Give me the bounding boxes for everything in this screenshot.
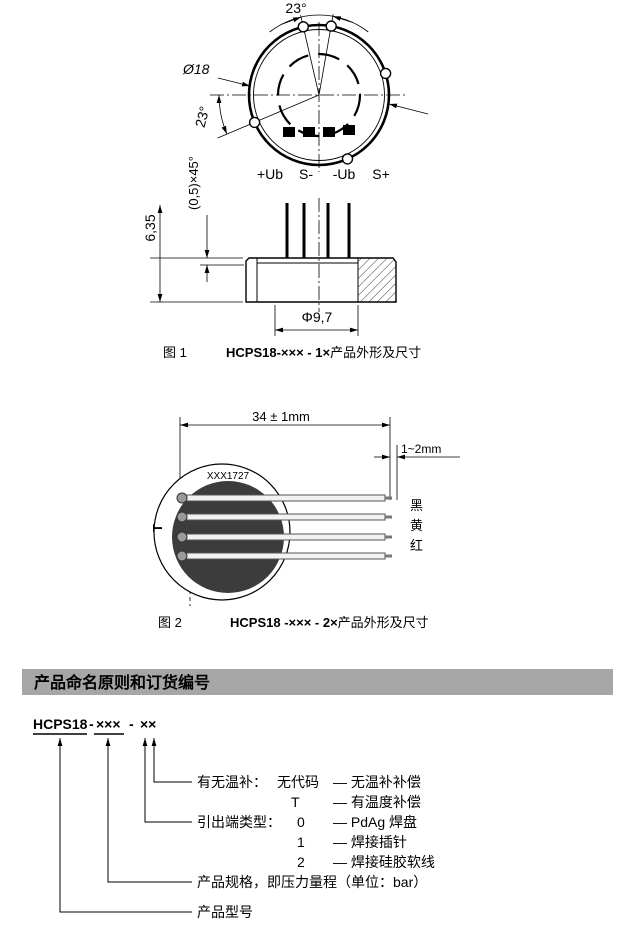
section-title: 产品命名原则和订货编号: [34, 673, 210, 692]
solder-joint: [176, 492, 188, 504]
lead-type-label: 引出端类型：: [197, 814, 281, 830]
lead-type-desc: — 焊接插针: [333, 834, 407, 850]
code-separator: -: [129, 716, 134, 732]
diameter-label: Ø18: [182, 61, 210, 77]
solder-joint: [176, 511, 188, 523]
lead-wire: [176, 531, 392, 543]
housing-inner-circle: [253, 29, 385, 161]
temp-comp-desc: — 有温度补偿: [333, 794, 421, 810]
dimension-arrow: [281, 16, 302, 25]
lead-type-code: 2: [297, 854, 305, 870]
lead-type-desc: — PdAg 焊盘: [333, 814, 417, 830]
solder-pad: [323, 127, 335, 137]
chamfer-label: (0,5)×45°: [186, 156, 201, 210]
section-header: 产品命名原则和订货编号: [22, 669, 613, 695]
wire-tip: [385, 554, 392, 558]
housing-notch: [248, 116, 261, 129]
hatched-section: [358, 258, 396, 302]
angle-extension-line: [217, 94, 320, 139]
housing-body: [245, 257, 397, 303]
caption-number: 图 1: [163, 345, 187, 360]
dimension-arrow: [332, 15, 353, 23]
temp-comp-desc: — 无温补补偿: [333, 774, 421, 790]
caption-description: 产品外形及尺寸: [330, 345, 421, 360]
part-marking: XXX1727: [207, 471, 250, 482]
lead-wire: [176, 492, 392, 504]
pin-label: S+: [372, 166, 390, 182]
figure-2-caption: 图 2 HCPS18 -××× - 2×产品外形及尺寸: [158, 615, 429, 630]
code-separator: -: [89, 716, 94, 732]
wire-insulation: [185, 513, 386, 521]
lead-wire: [176, 550, 392, 562]
tree-connector: [142, 738, 192, 823]
wire-tip: [385, 515, 392, 519]
angle-left-label: 23°: [192, 104, 213, 129]
solder-joint: [176, 531, 188, 543]
solder-pad: [283, 127, 295, 137]
housing-notch: [341, 153, 354, 165]
length-label: 34 ± 1mm: [252, 409, 310, 424]
diameter-leader: [217, 77, 251, 87]
temp-comp-code: T: [291, 794, 300, 810]
side-view: 6,35 (0,5)×45° Φ9,7: [142, 156, 397, 336]
wire-insulation: [185, 533, 386, 541]
model-label: 产品型号: [197, 904, 253, 920]
figure-2: 34 ± 1mm 1~2mm XXX1727 T: [150, 409, 460, 630]
solder-joint: [176, 550, 188, 562]
tree-connector: [151, 738, 192, 783]
temp-comp-code: 无代码: [277, 774, 319, 790]
side-mark: T: [150, 524, 165, 532]
strip-length-label: 1~2mm: [401, 442, 441, 456]
lead-wire: [176, 511, 392, 523]
caption-description: 产品外形及尺寸: [338, 615, 429, 630]
code-model: HCPS18: [33, 716, 88, 732]
housing-notch: [325, 20, 337, 32]
top-view: 23° Ø18 23° +Ub S- -Ub S+: [182, 0, 429, 182]
housing-outer-circle: [247, 23, 391, 167]
temp-comp-label: 有无温补：: [197, 774, 267, 790]
housing-notch: [297, 21, 309, 33]
wire-tip: [385, 496, 392, 500]
wire-tip: [385, 535, 392, 539]
caption-code: HCPS18 -××× - 2×: [230, 615, 338, 630]
angle-dimension-arc: [216, 94, 228, 135]
lead-type-desc: — 焊接硅胶软线: [333, 854, 435, 870]
pin-label: +Ub: [257, 166, 283, 182]
tree-connector: [105, 738, 192, 883]
pin-label: S-: [299, 166, 313, 182]
wire-color-label: 红: [410, 538, 423, 553]
solder-pad: [343, 125, 355, 135]
wire-color-label: 黑: [410, 498, 423, 513]
solder-pad: [303, 127, 315, 137]
angle-top-label: 23°: [285, 0, 306, 16]
height-label: 6,35: [142, 214, 158, 241]
caption-number: 图 2: [158, 615, 182, 630]
diameter-leader: [388, 103, 429, 115]
housing-notch: [379, 67, 392, 80]
wire-insulation: [185, 494, 386, 502]
naming-scheme: HCPS18 - ××× - ×× 有无温补： 无代码 — 无温补补偿 T — …: [33, 716, 435, 920]
inner-diameter-label: Φ9,7: [302, 309, 333, 325]
code-options: ××: [140, 716, 156, 732]
angle-dimension-arc: [269, 14, 369, 33]
lead-type-code: 1: [297, 834, 305, 850]
pin-label: -Ub: [333, 166, 356, 182]
wire-insulation: [185, 552, 386, 560]
figure-1-caption: 图 1 HCPS18-××× - 1×产品外形及尺寸: [163, 345, 421, 360]
caption-code: HCPS18-××× - 1×: [226, 345, 330, 360]
figure-1: 23° Ø18 23° +Ub S- -Ub S+: [142, 0, 429, 360]
wire-color-label: 黄: [410, 518, 423, 533]
lead-type-code: 0: [297, 814, 305, 830]
spec-label: 产品规格，即压力量程（单位：bar）: [197, 874, 427, 890]
code-range: ×××: [96, 716, 121, 732]
section-header-bar: [22, 669, 613, 695]
tree-connector: [57, 738, 192, 913]
dashed-circle: [276, 52, 362, 138]
